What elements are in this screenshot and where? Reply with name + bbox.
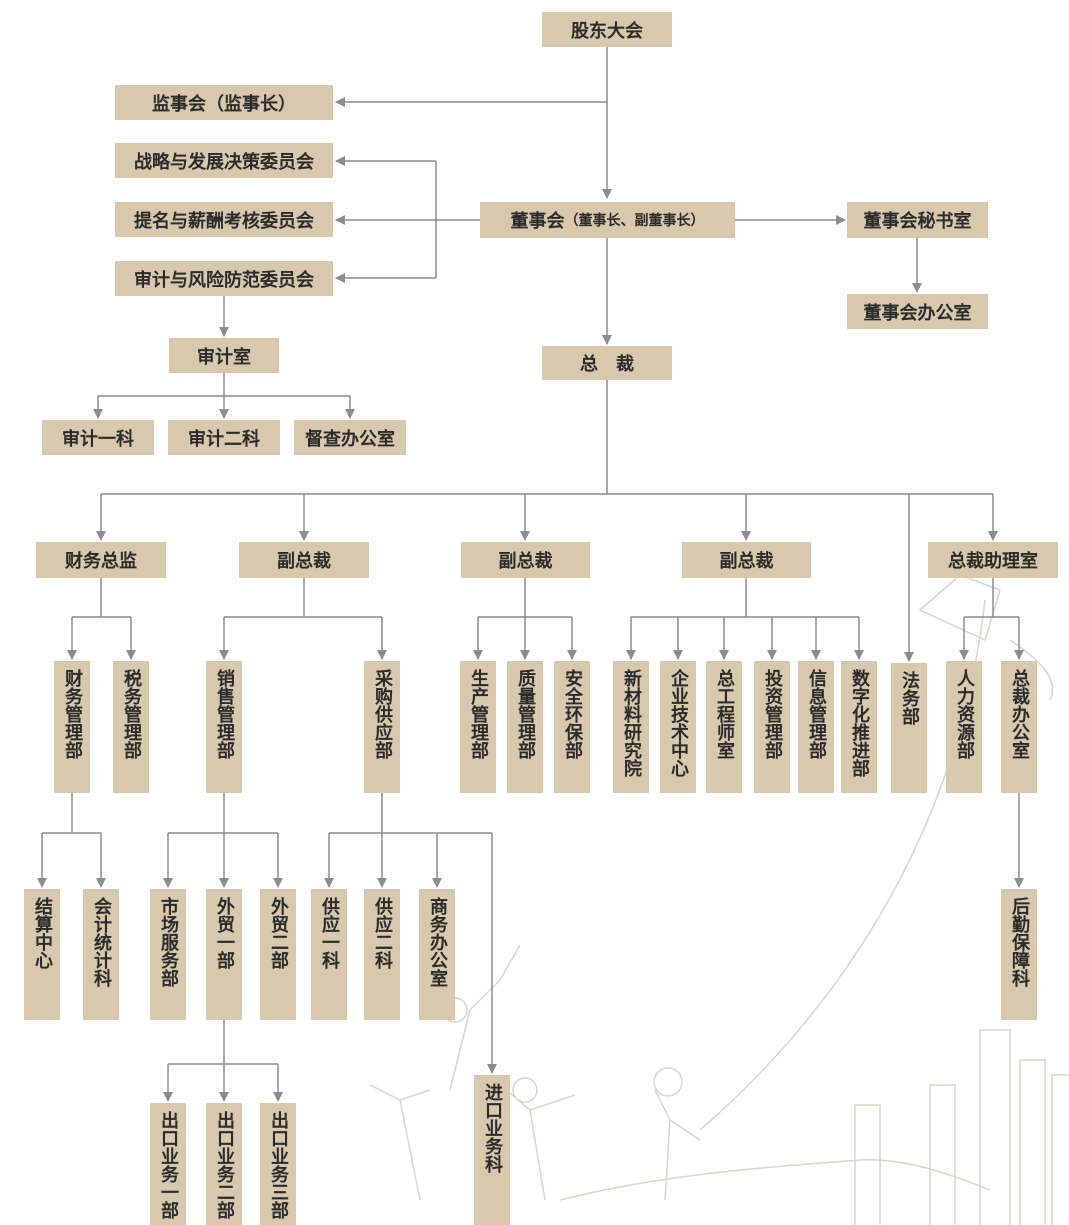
node-label: 人力资源部 bbox=[955, 669, 973, 759]
node-label: 董事会办公室 bbox=[864, 299, 972, 325]
node-label: 信息管理部 bbox=[807, 669, 825, 759]
node-president-assistant-office: 总裁助理室 bbox=[928, 542, 1058, 578]
node-supervisory-board: 监事会（监事长） bbox=[115, 85, 333, 120]
node-foreign-trade-1: 外贸一部 bbox=[206, 889, 242, 1020]
node-safety-environment: 安全环保部 bbox=[554, 661, 590, 793]
node-logistics: 后勤保障科 bbox=[1001, 889, 1037, 1020]
node-president-office: 总裁办公室 bbox=[1001, 661, 1037, 793]
node-audit-unit-2: 审计二科 bbox=[168, 420, 280, 455]
node-vp-technology: 副总裁 bbox=[682, 542, 811, 578]
node-audit-committee: 审计与风险防范委员会 bbox=[115, 261, 333, 296]
node-label: 审计一科 bbox=[62, 425, 134, 451]
node-quality-management: 质量管理部 bbox=[507, 661, 543, 793]
node-label: 总裁助理室 bbox=[948, 547, 1038, 573]
node-export-2: 出口业务二部 bbox=[206, 1103, 242, 1225]
node-nomination-committee: 提名与薪酬考核委员会 bbox=[115, 202, 333, 237]
node-label: 安全环保部 bbox=[563, 669, 581, 759]
node-import-business: 进口业务科 bbox=[474, 1075, 510, 1225]
node-label: 供应二科 bbox=[373, 897, 391, 969]
node-board-secretary: 董事会秘书室 bbox=[847, 202, 988, 238]
node-label: 生产管理部 bbox=[469, 669, 487, 759]
node-sales-management: 销售管理部 bbox=[206, 661, 242, 793]
node-digitalization: 数字化推进部 bbox=[841, 661, 877, 793]
node-label: 市场服务部 bbox=[159, 897, 177, 987]
node-label: 后勤保障科 bbox=[1010, 897, 1028, 987]
node-human-resources: 人力资源部 bbox=[946, 661, 982, 793]
node-label: 企业技术中心 bbox=[669, 669, 687, 777]
node-label: 出口业务二部 bbox=[215, 1111, 233, 1219]
node-label: 数字化推进部 bbox=[850, 669, 868, 777]
node-technology-center: 企业技术中心 bbox=[660, 661, 696, 793]
node-label: 财务管理部 bbox=[63, 669, 81, 759]
node-label: 质量管理部 bbox=[516, 669, 534, 759]
node-label: 出口业务一部 bbox=[159, 1111, 177, 1219]
node-label: 采购供应部 bbox=[373, 669, 391, 759]
node-information-management: 信息管理部 bbox=[798, 661, 834, 793]
node-label: 审计与风险防范委员会 bbox=[134, 266, 314, 292]
node-supply-1: 供应一科 bbox=[311, 889, 347, 1020]
node-board-office: 董事会办公室 bbox=[847, 294, 988, 329]
node-label: 外贸二部 bbox=[269, 897, 287, 969]
node-board-of-directors: 董事会（董事长、副董事长） bbox=[480, 202, 735, 238]
node-audit-room: 审计室 bbox=[169, 338, 279, 373]
node-label: 副总裁 bbox=[720, 547, 774, 573]
node-chief-engineer-office: 总工程师室 bbox=[706, 661, 742, 793]
node-label: 进口业务科 bbox=[483, 1083, 501, 1173]
node-label: 董事会 bbox=[511, 207, 565, 233]
node-sublabel: （董事长、副董事长） bbox=[565, 210, 705, 230]
node-supply-2: 供应二科 bbox=[364, 889, 400, 1020]
node-inspection-office: 督查办公室 bbox=[294, 420, 406, 455]
node-president: 总 裁 bbox=[542, 346, 672, 380]
node-new-materials-institute: 新材料研究院 bbox=[613, 661, 649, 793]
node-business-office: 商务办公室 bbox=[419, 889, 455, 1020]
node-export-1: 出口业务一部 bbox=[150, 1103, 186, 1225]
node-purchase-supply: 采购供应部 bbox=[364, 661, 400, 793]
node-label: 结算中心 bbox=[33, 897, 51, 969]
node-label: 总裁办公室 bbox=[1010, 669, 1028, 759]
node-settlement-center: 结算中心 bbox=[24, 889, 60, 1020]
node-foreign-trade-2: 外贸二部 bbox=[260, 889, 296, 1020]
node-label: 提名与薪酬考核委员会 bbox=[134, 207, 314, 233]
node-finance-management: 财务管理部 bbox=[54, 661, 90, 793]
node-export-3: 出口业务三部 bbox=[260, 1103, 296, 1225]
node-production-management: 生产管理部 bbox=[460, 661, 496, 793]
node-label: 财务总监 bbox=[65, 547, 137, 573]
node-label: 税务管理部 bbox=[122, 669, 140, 759]
node-label: 董事会秘书室 bbox=[864, 207, 972, 233]
node-tax-management: 税务管理部 bbox=[113, 661, 149, 793]
node-label: 审计二科 bbox=[188, 425, 260, 451]
node-label: 督查办公室 bbox=[305, 425, 395, 451]
node-accounting-statistics: 会计统计科 bbox=[83, 889, 119, 1020]
node-label: 投资管理部 bbox=[763, 669, 781, 759]
node-label: 总工程师室 bbox=[715, 669, 733, 759]
node-shareholders-meeting: 股东大会 bbox=[542, 12, 672, 47]
node-label: 审计室 bbox=[197, 343, 251, 369]
node-investment-management: 投资管理部 bbox=[754, 661, 790, 793]
node-label: 股东大会 bbox=[571, 17, 643, 43]
node-label: 监事会（监事长） bbox=[152, 90, 296, 116]
node-label: 商务办公室 bbox=[428, 897, 446, 987]
node-label: 供应一科 bbox=[320, 897, 338, 969]
node-label: 新材料研究院 bbox=[622, 669, 640, 777]
node-audit-unit-1: 审计一科 bbox=[42, 420, 154, 455]
node-label: 总 裁 bbox=[580, 350, 634, 376]
node-vp-sales-purchase: 副总裁 bbox=[239, 542, 369, 578]
node-label: 外贸一部 bbox=[215, 897, 233, 969]
node-label: 战略与发展决策委员会 bbox=[134, 148, 314, 174]
node-label: 副总裁 bbox=[499, 547, 553, 573]
node-cfo: 财务总监 bbox=[36, 542, 166, 578]
node-label: 副总裁 bbox=[277, 547, 331, 573]
node-legal: 法务部 bbox=[891, 663, 927, 793]
node-label: 出口业务三部 bbox=[269, 1111, 287, 1219]
node-strategy-committee: 战略与发展决策委员会 bbox=[115, 143, 333, 178]
node-label: 销售管理部 bbox=[215, 669, 233, 759]
node-label: 法务部 bbox=[900, 671, 918, 725]
node-vp-production: 副总裁 bbox=[461, 542, 590, 578]
node-label: 会计统计科 bbox=[92, 897, 110, 987]
node-market-service: 市场服务部 bbox=[150, 889, 186, 1020]
